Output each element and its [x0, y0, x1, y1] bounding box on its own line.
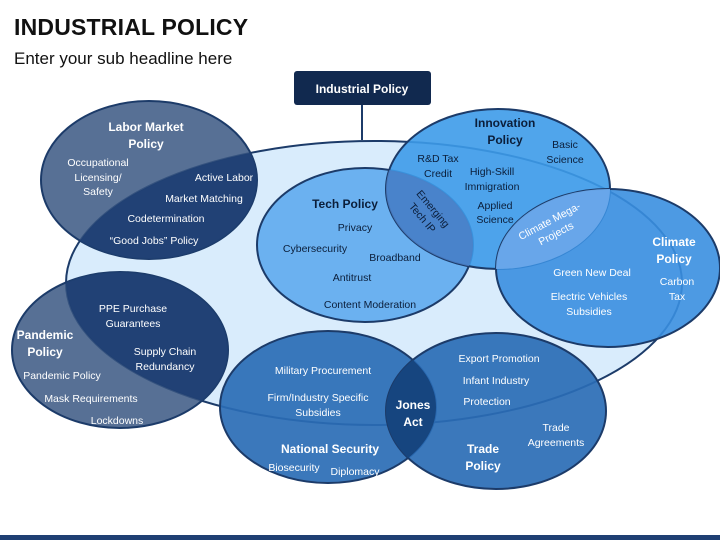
broadband-label: Broadband — [369, 252, 421, 264]
high-skill-line-2: Immigration — [465, 181, 520, 193]
emerging-tech-overlap — [386, 168, 473, 269]
industrial-policy-label: Industrial Policy — [316, 82, 409, 96]
biosecurity-label: Biosecurity — [268, 462, 320, 474]
antitrust-label: Antitrust — [333, 272, 372, 284]
occupational-line-2: Licensing/ — [74, 172, 121, 184]
pandemic-title-2: Policy — [27, 345, 63, 359]
labor-market-title-2: Policy — [128, 137, 164, 151]
firm-industry-line-2: Subsidies — [295, 407, 341, 419]
export-promotion-label: Export Promotion — [458, 353, 539, 365]
cybersecurity-label: Cybersecurity — [283, 243, 348, 255]
pandemic-title-1: Pandemic — [17, 328, 74, 342]
mask-requirements-label: Mask Requirements — [44, 393, 137, 405]
climate-title-1: Climate — [652, 235, 696, 249]
trade-title-1: Trade — [467, 442, 499, 456]
lockdowns-label: Lockdowns — [91, 415, 144, 427]
good-jobs-label: “Good Jobs” Policy — [110, 235, 199, 247]
active-labor-label: Active Labor — [195, 172, 254, 184]
page-title: INDUSTRIAL POLICY — [14, 14, 249, 40]
innovation-title-2: Policy — [487, 133, 523, 147]
rd-tax-line-2: Credit — [424, 168, 452, 180]
high-skill-line-1: High-Skill — [470, 166, 514, 178]
carbon-tax-line-1: Carbon — [660, 276, 695, 288]
trade-title-2: Policy — [465, 459, 501, 473]
supply-chain-line-1: Supply Chain — [134, 346, 197, 358]
carbon-tax-line-2: Tax — [669, 291, 686, 303]
tech-policy-title: Tech Policy — [312, 197, 378, 211]
page-subtitle: Enter your sub headline here — [14, 49, 233, 68]
market-matching-label: Market Matching — [165, 193, 243, 205]
labor-market-title-1: Labor Market — [108, 120, 183, 134]
basic-science-line-1: Basic — [552, 139, 578, 151]
jones-act-line-2: Act — [403, 415, 422, 429]
bottom-accent-bar — [0, 535, 720, 540]
trade-agreements-line-1: Trade — [542, 422, 569, 434]
applied-science-line-2: Science — [476, 214, 514, 226]
protection-label: Protection — [463, 396, 510, 408]
occupational-line-1: Occupational — [67, 157, 128, 169]
ev-subsidies-line-2: Subsidies — [566, 306, 612, 318]
industrial-policy-box — [294, 71, 431, 105]
green-new-deal-label: Green New Deal — [553, 267, 631, 279]
jones-act-line-1: Jones — [396, 398, 431, 412]
firm-industry-line-1: Firm/Industry Specific — [268, 392, 369, 404]
innovation-title-1: Innovation — [475, 116, 536, 130]
pandemic-policy-label: Pandemic Policy — [23, 370, 101, 382]
ppe-line-2: Guarantees — [106, 318, 161, 330]
privacy-label: Privacy — [338, 222, 373, 234]
basic-science-line-2: Science — [546, 154, 584, 166]
national-security-title: National Security — [281, 442, 379, 456]
occupational-line-3: Safety — [83, 186, 114, 198]
supply-chain-line-2: Redundancy — [136, 361, 196, 373]
climate-title-2: Policy — [656, 252, 692, 266]
ev-subsidies-line-1: Electric Vehicles — [551, 291, 627, 303]
diplomacy-label: Diplomacy — [330, 466, 380, 478]
codetermination-label: Codetermination — [127, 213, 204, 225]
military-procurement-label: Military Procurement — [275, 365, 371, 377]
ppe-line-1: PPE Purchase — [99, 303, 167, 315]
infant-industry-label: Infant Industry — [463, 375, 530, 387]
rd-tax-line-1: R&D Tax — [417, 153, 459, 165]
pandemic-overlap — [66, 272, 228, 425]
content-moderation-label: Content Moderation — [324, 299, 416, 311]
applied-science-line-1: Applied — [477, 200, 512, 212]
trade-agreements-line-2: Agreements — [528, 437, 585, 449]
